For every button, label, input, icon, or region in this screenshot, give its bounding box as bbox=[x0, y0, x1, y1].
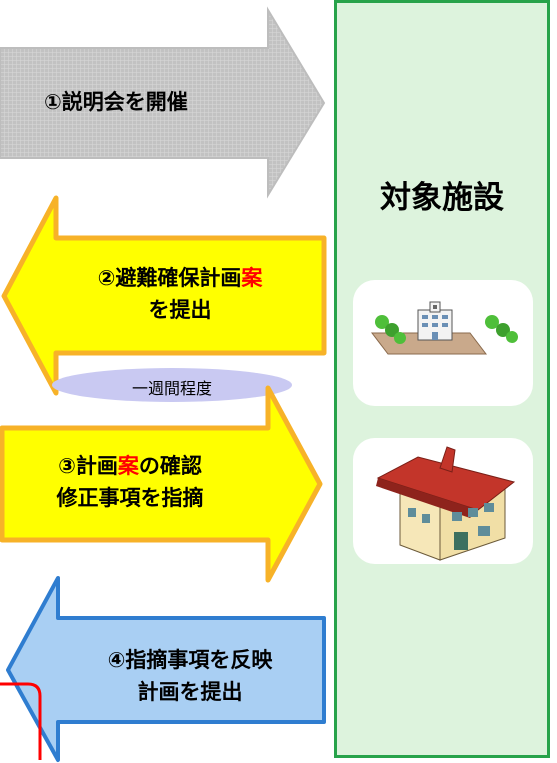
step3-label-line2: 修正事項を指摘 bbox=[56, 486, 204, 510]
step1-arrow bbox=[0, 6, 326, 199]
step4-label-line1: ④指摘事項を反映 bbox=[107, 648, 273, 672]
duration-oval bbox=[52, 368, 292, 402]
step3-label-text-c: の確認 bbox=[138, 454, 202, 478]
step4-label: ④指摘事項を反映 計画を提出 bbox=[60, 644, 320, 708]
house-icon bbox=[376, 446, 516, 561]
school-building-icon bbox=[370, 301, 518, 355]
panel-title: 対象施設 bbox=[380, 180, 504, 216]
step3-label: ③計画案の確認 修正事項を指摘 bbox=[4, 450, 256, 514]
step3-arrow bbox=[0, 385, 323, 583]
step2-arrow bbox=[1, 195, 327, 396]
step4-label-line2: 計画を提出 bbox=[137, 680, 243, 704]
step2-label-line2: を提出 bbox=[148, 298, 212, 322]
step3-label-text-a: ③計画 bbox=[58, 454, 118, 478]
step2-label: ②避難確保計画案 を提出 bbox=[40, 262, 320, 326]
step1-label: ①説明会を開催 bbox=[44, 90, 188, 114]
step4-arrow bbox=[6, 576, 326, 762]
step2-draft-mark: 案 bbox=[241, 266, 263, 290]
duration-label: 一週間程度 bbox=[131, 379, 212, 398]
red-highlight-line bbox=[0, 682, 42, 760]
step3-draft-mark: 案 bbox=[117, 454, 139, 478]
step2-label-text: ②避難確保計画 bbox=[97, 266, 242, 290]
